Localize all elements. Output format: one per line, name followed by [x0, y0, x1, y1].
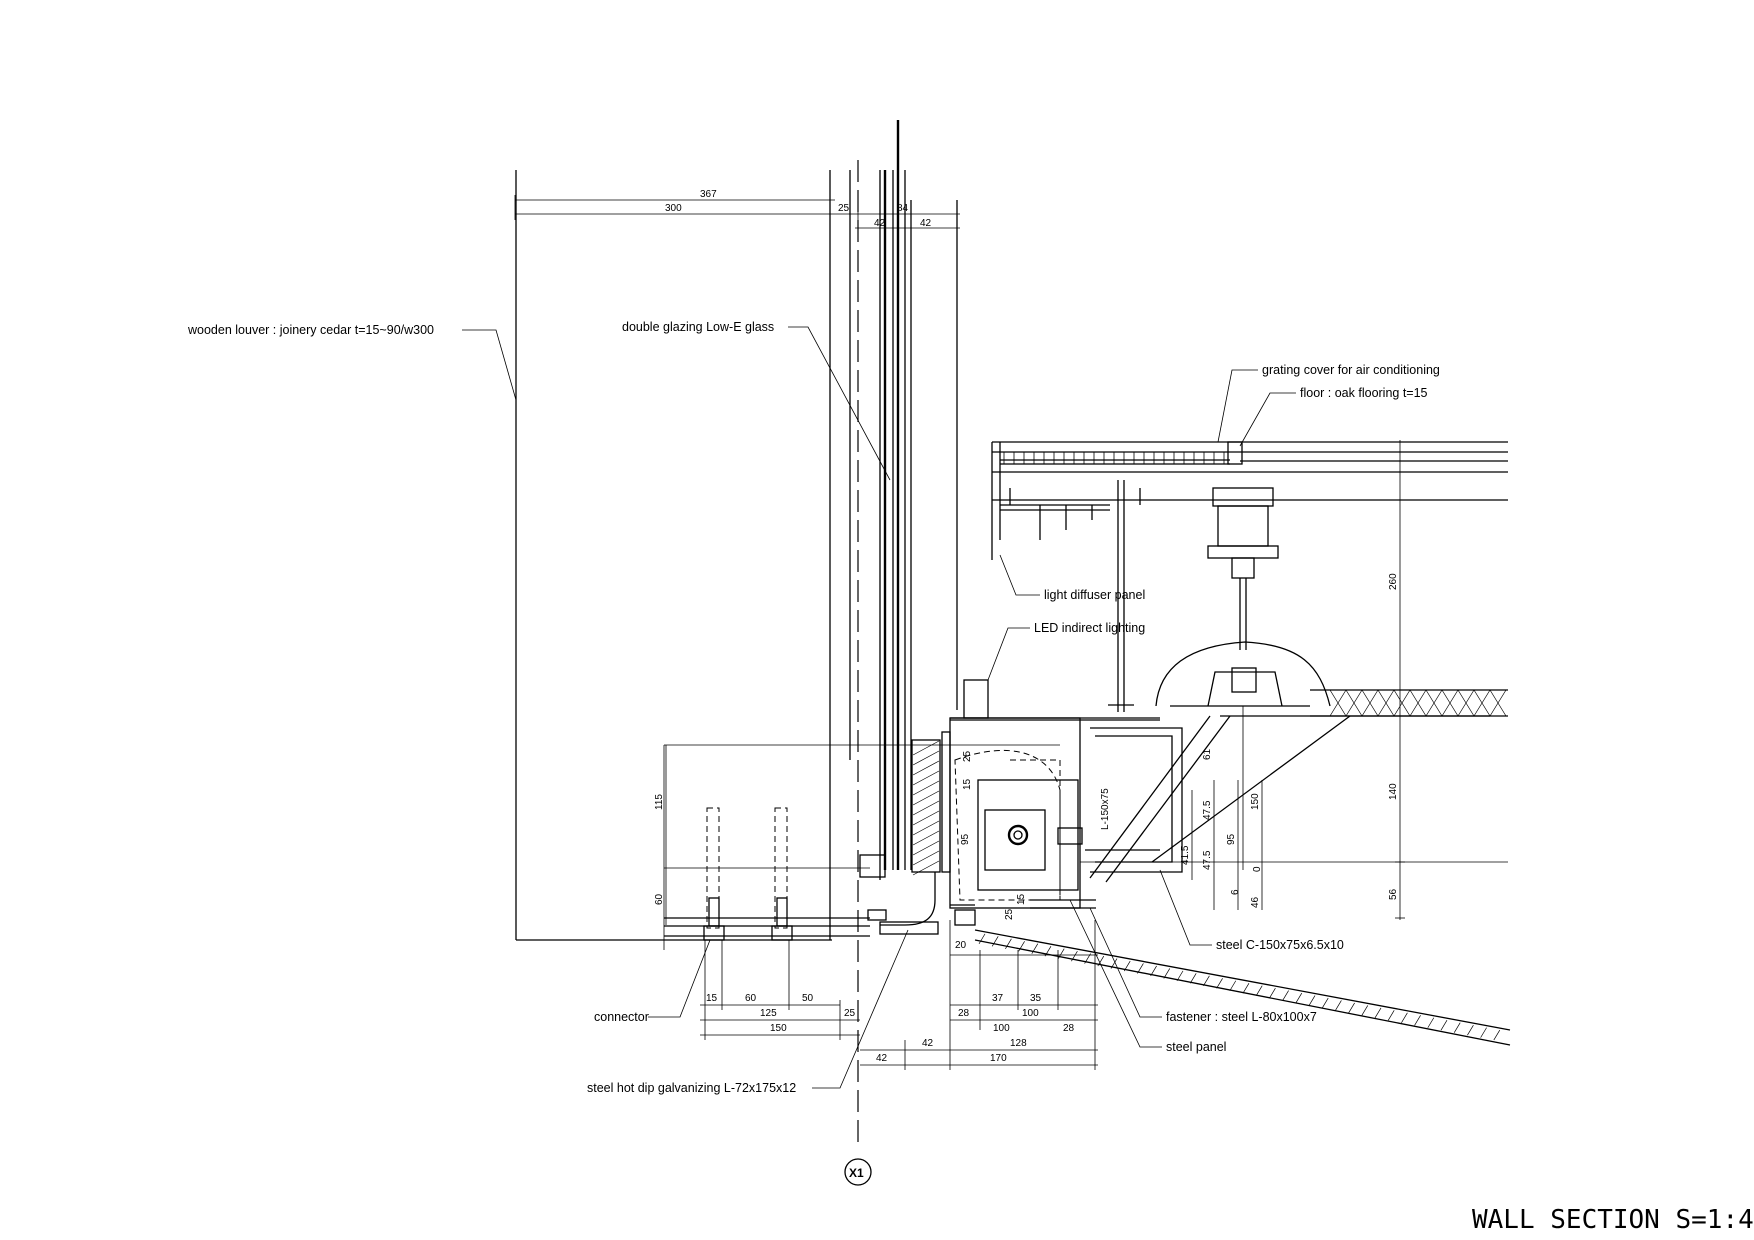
dim-150-mid: 150: [1250, 793, 1261, 810]
dim-6: 6: [1230, 889, 1241, 895]
dim-28-b: 28: [1063, 1023, 1075, 1034]
dim-42-bottom-a: 42: [922, 1038, 934, 1049]
dim-0: 0: [1252, 866, 1263, 872]
dim-60-left: 60: [654, 893, 665, 905]
dim-37: 37: [992, 993, 1004, 1004]
grating-teeth: [1000, 452, 1230, 465]
floor-assembly: [991, 441, 1508, 712]
bolt-right: [771, 807, 793, 941]
dim-25-top: 25: [838, 203, 850, 214]
dim-25-inner-b: 25: [1004, 908, 1015, 920]
dim-260: 260: [1388, 573, 1399, 590]
insulation-hatch: [1329, 689, 1507, 717]
grid-bubble: [844, 1158, 872, 1186]
dim-50-bottom: 50: [802, 993, 814, 1004]
dim-60-bottom: 60: [745, 993, 757, 1004]
right-floor-lines: [1080, 689, 1508, 863]
dim-15-inner-a: 15: [962, 778, 973, 790]
label-double-glazing: double glazing Low-E glass: [622, 320, 774, 334]
dim-15-inner-b: 15: [1016, 893, 1027, 905]
grid-label-x1: X1: [849, 1166, 864, 1180]
dim-L150: L-150x75: [1100, 788, 1111, 830]
label-steel-c: steel C-150x75x6.5x10: [1216, 938, 1344, 952]
dim-100-b: 100: [993, 1023, 1010, 1034]
bolt-left: [703, 807, 725, 941]
label-steel-panel: steel panel: [1166, 1040, 1226, 1054]
dim-170: 170: [990, 1053, 1007, 1064]
ceiling-hanger: [1155, 487, 1331, 870]
dim-15-bottom: 15: [706, 993, 718, 1004]
label-connector: connector: [594, 1010, 649, 1024]
label-grating-cover: grating cover for air conditioning: [1262, 363, 1440, 377]
dim-47-5-b: 47.5: [1202, 850, 1213, 870]
label-light-diffuser: light diffuser panel: [1044, 588, 1145, 602]
label-floor: floor : oak flooring t=15: [1300, 386, 1428, 400]
right-dimension-lines: [1191, 440, 1405, 920]
leader-lines: [462, 326, 1296, 1089]
bottom-dimension-lines: [700, 920, 1098, 1070]
dim-100-a: 100: [1022, 1008, 1039, 1019]
label-steel-galvanizing: steel hot dip galvanizing L-72x175x12: [587, 1081, 796, 1095]
dim-25-bottom: 25: [844, 1008, 856, 1019]
dim-125: 125: [760, 1008, 777, 1019]
dim-95-mid: 95: [1226, 833, 1237, 845]
dim-300: 300: [665, 203, 682, 214]
label-led-lighting: LED indirect lighting: [1034, 621, 1145, 635]
sill-detail: [859, 731, 976, 935]
dim-42-bottom-b: 42: [876, 1053, 888, 1064]
drawing-title: WALL SECTION S=1:4(A3): [1472, 1205, 1754, 1235]
dim-46: 46: [1250, 896, 1261, 908]
label-wooden-louver: wooden louver : joinery cedar t=15~90/w3…: [187, 323, 434, 337]
dim-128: 128: [1010, 1038, 1027, 1049]
dim-42-top-b: 42: [920, 218, 932, 229]
dim-140: 140: [1388, 783, 1399, 800]
dim-61: 61: [1202, 748, 1213, 760]
dim-150: 150: [770, 1023, 787, 1034]
led-box: [950, 679, 1160, 721]
wooden-louver: [515, 170, 832, 941]
connector-bolts: [663, 744, 1060, 950]
dim-367: 367: [700, 189, 717, 200]
dim-95-inner: 95: [960, 833, 971, 845]
dim-20: 20: [955, 940, 967, 951]
dim-28-a: 28: [958, 1008, 970, 1019]
label-fastener: fastener : steel L-80x100x7: [1166, 1010, 1317, 1024]
double-glazing: [849, 120, 958, 880]
dim-115: 115: [654, 794, 665, 810]
dim-41-5: 41.5: [1180, 845, 1191, 865]
steel-panel: [974, 715, 1511, 1046]
dim-47-5-a: 47.5: [1202, 800, 1213, 820]
dim-25-inner-a: 25: [962, 750, 973, 762]
dim-56: 56: [1388, 888, 1399, 900]
steel-members: [949, 717, 1183, 909]
dim-84: 84: [897, 203, 909, 214]
dim-35: 35: [1030, 993, 1042, 1004]
